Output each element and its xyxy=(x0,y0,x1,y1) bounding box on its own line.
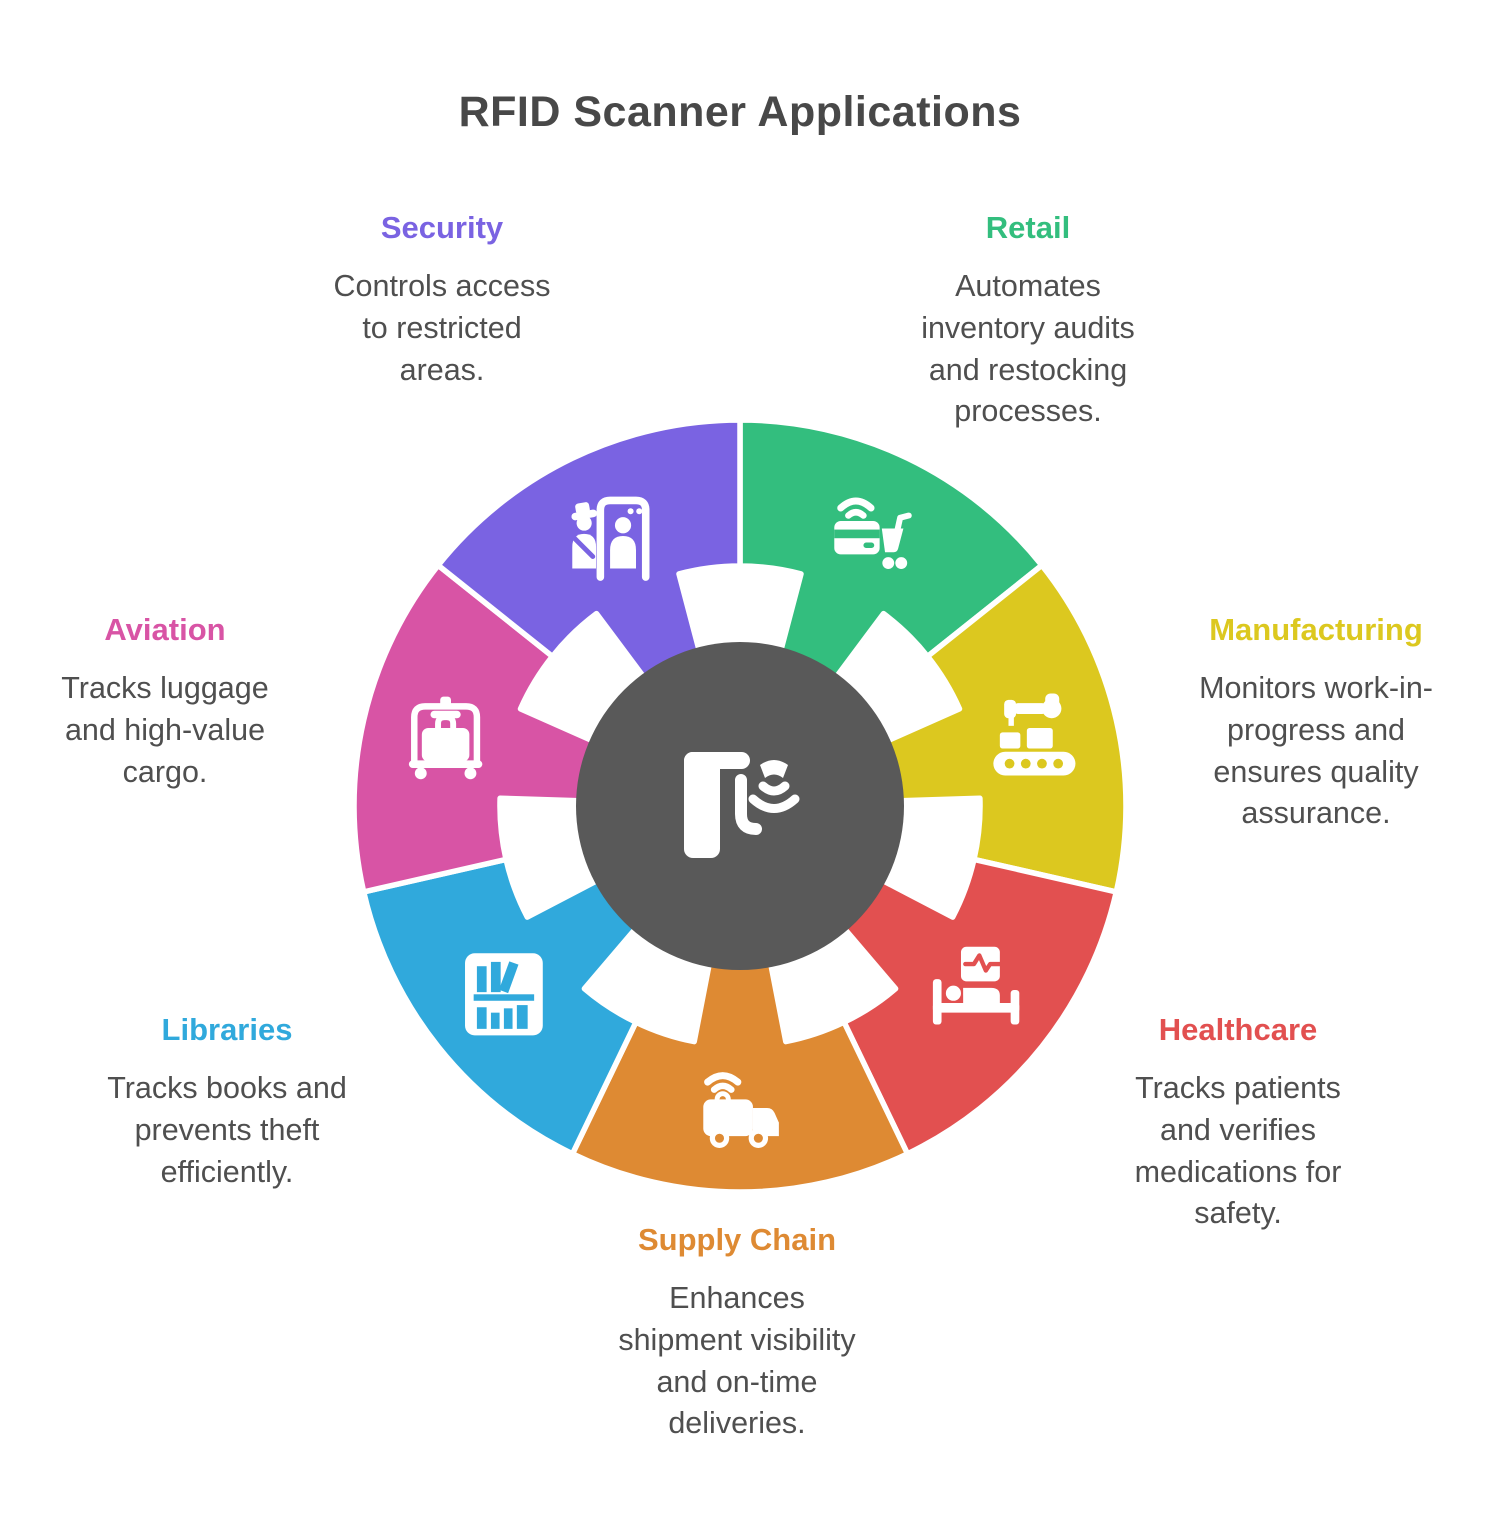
metal-detector-icon xyxy=(571,496,650,581)
segment-title-manufacturing: Manufacturing xyxy=(1209,612,1423,647)
label-block-healthcare: Healthcare Tracks patients and verifies … xyxy=(1068,1012,1408,1235)
delivery-truck-icon xyxy=(703,1072,779,1148)
label-block-retail: Retail Automates inventory audits and re… xyxy=(858,210,1198,433)
segment-description-supply-chain: Enhances shipment visibility and on-time… xyxy=(618,1281,856,1441)
label-block-supply-chain: Supply Chain Enhances shipment visibilit… xyxy=(567,1222,907,1445)
contactless-card-cart-icon xyxy=(834,497,912,569)
segment-description-healthcare: Tracks patients and verifies medications… xyxy=(1134,1071,1342,1231)
segment-title-healthcare: Healthcare xyxy=(1158,1012,1318,1047)
label-block-security: Security Controls access to restricted a… xyxy=(272,210,612,391)
rfid-scanner-icon xyxy=(684,752,800,858)
page-title: RFID Scanner Applications xyxy=(458,88,1022,136)
segment-description-manufacturing: Monitors work-in- progress and ensures q… xyxy=(1199,671,1433,831)
robotic-arm-conveyor-icon xyxy=(993,693,1076,776)
label-block-aviation: Aviation Tracks luggage and high-value c… xyxy=(0,612,334,793)
segment-supply_chain xyxy=(569,957,911,1195)
segment-title-aviation: Aviation xyxy=(104,612,226,647)
bookshelf-icon xyxy=(465,953,543,1036)
segment-description-security: Controls access to restricted areas. xyxy=(333,269,551,387)
segment-title-libraries: Libraries xyxy=(161,1012,293,1047)
luggage-cart-icon xyxy=(408,696,483,780)
hospital-bed-icon xyxy=(932,946,1020,1025)
segment-title-supply-chain: Supply Chain xyxy=(637,1222,837,1257)
label-block-manufacturing: Manufacturing Monitors work-in- progress… xyxy=(1140,612,1492,835)
segment-title-retail: Retail xyxy=(985,210,1071,245)
segment-description-retail: Automates inventory audits and restockin… xyxy=(921,269,1135,429)
label-block-libraries: Libraries Tracks books and prevents thef… xyxy=(57,1012,397,1193)
segment-description-aviation: Tracks luggage and high-value cargo. xyxy=(61,671,269,789)
segment-title-security: Security xyxy=(380,210,504,245)
segment-description-libraries: Tracks books and prevents theft efficien… xyxy=(107,1071,347,1189)
wheel-segments xyxy=(351,417,1129,1195)
